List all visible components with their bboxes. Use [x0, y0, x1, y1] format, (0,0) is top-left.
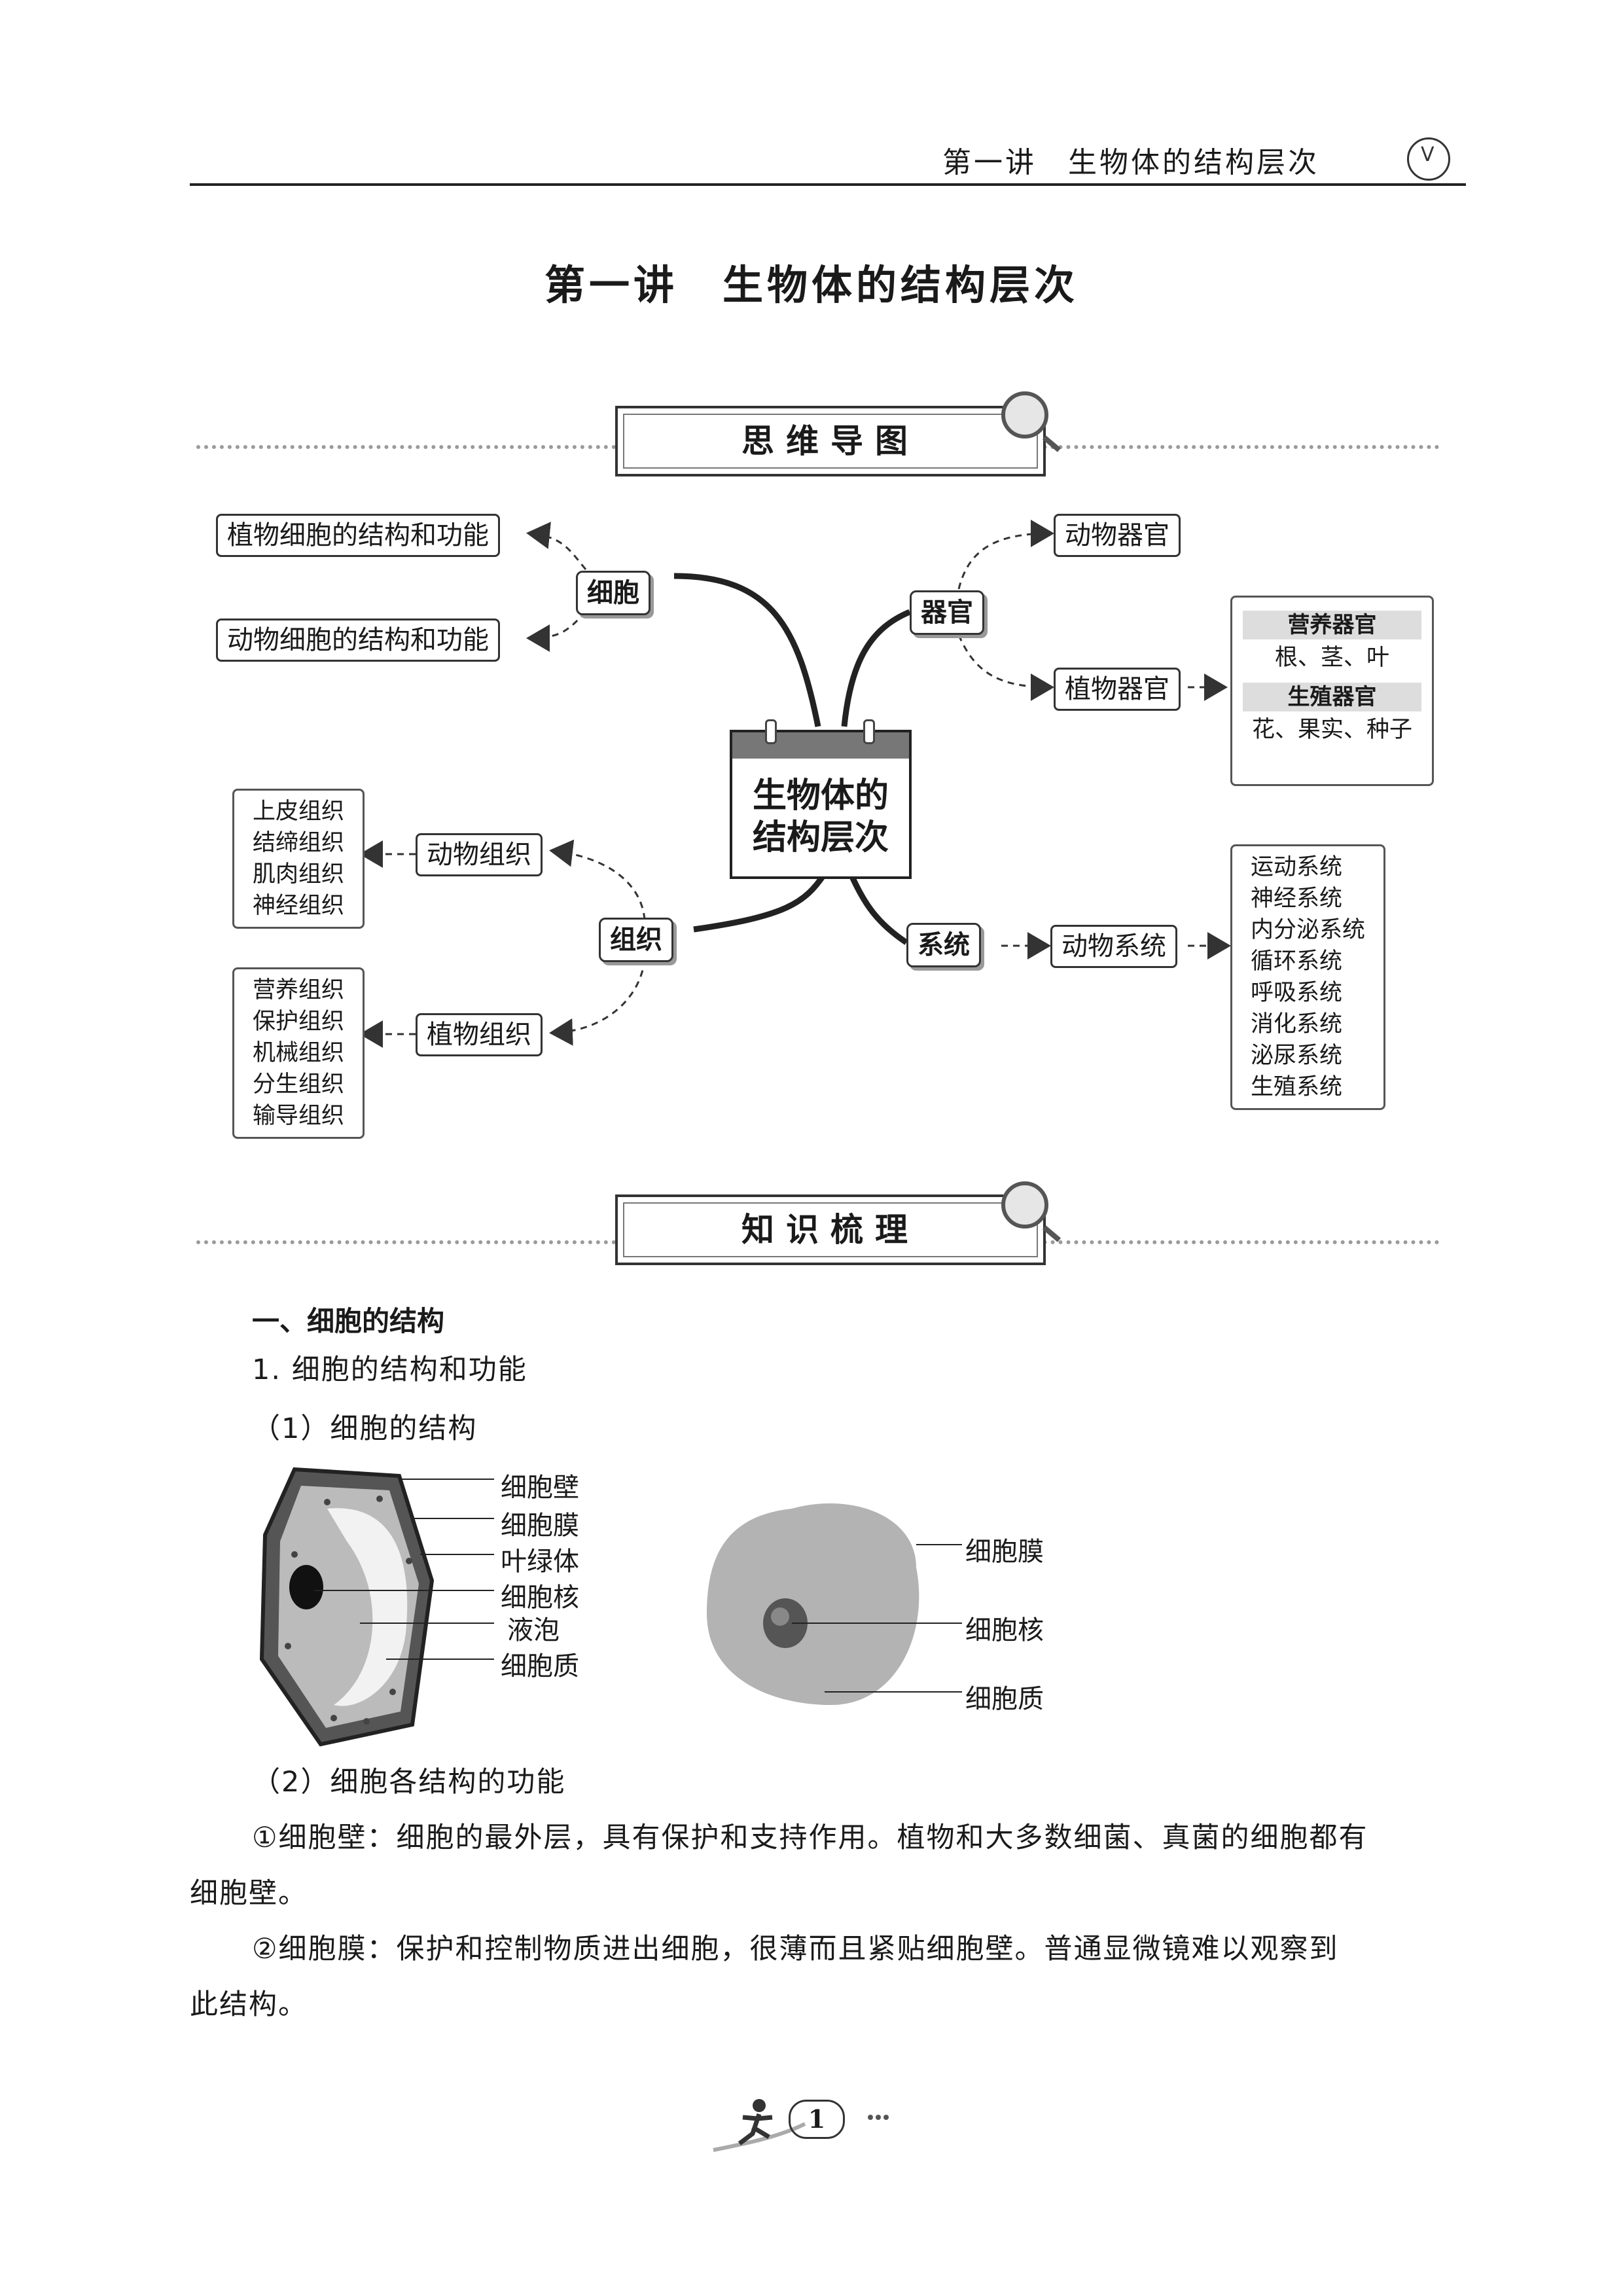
plant-organ-detail: 营养器官 根、茎、叶 生殖器官 花、果实、种子	[1230, 596, 1434, 786]
list-item: 消化系统	[1251, 1009, 1365, 1040]
list-item: 输导组织	[253, 1100, 344, 1132]
list-item: 机械组织	[253, 1037, 344, 1069]
mindmap-center-node: 生物体的结构层次	[730, 730, 912, 879]
list-item: 分生组织	[253, 1069, 344, 1100]
label-cell-membrane: 细胞膜	[501, 1504, 579, 1542]
list-item: 呼吸系统	[1251, 977, 1365, 1009]
label-chloroplast: 叶绿体	[501, 1540, 579, 1578]
knowledge-banner: 知识梳理	[615, 1194, 1046, 1265]
list-item: 上皮组织	[253, 796, 344, 827]
node-cell: 细胞	[576, 571, 651, 615]
paragraph-line: ①细胞壁：细胞的最外层，具有保护和支持作用。植物和大多数细菌、真菌的细胞都有	[252, 1810, 1368, 1866]
box-animal-tissue: 动物组织	[416, 833, 543, 876]
label-animal-nucleus: 细胞核	[965, 1609, 1044, 1647]
list-item: 神经组织	[253, 890, 344, 922]
list-item: 肌肉组织	[253, 859, 344, 890]
box-plant-organ: 植物器官	[1054, 668, 1181, 711]
animal-cell-illustration	[707, 1503, 919, 1705]
list-item: 营养组织	[253, 975, 344, 1006]
list-item: 运动系统	[1251, 852, 1365, 883]
rep-organ-items: 花、果实、种子	[1232, 711, 1432, 748]
list-item: 泌尿系统	[1251, 1040, 1365, 1071]
plant-cell-illustration	[262, 1469, 432, 1744]
box-plant-cell: 植物细胞的结构和功能	[216, 514, 500, 557]
subheading: 1. 细胞的结构和功能	[252, 1342, 527, 1398]
list-item: 结缔组织	[253, 827, 344, 859]
center-line-1: 生物体的	[732, 775, 909, 817]
subheading: （2）细胞各结构的功能	[252, 1754, 565, 1810]
subheading: （1）细胞的结构	[252, 1401, 477, 1457]
node-tissue: 组织	[599, 918, 673, 962]
ring-icon	[863, 719, 875, 744]
veg-organ-title: 营养器官	[1243, 611, 1421, 639]
box-animal-system: 动物系统	[1050, 925, 1177, 968]
label-animal-cytoplasm: 细胞质	[965, 1677, 1044, 1715]
plant-tissue-list: 营养组织 保护组织 机械组织 分生组织 输导组织	[232, 967, 365, 1139]
list-item: 神经系统	[1251, 883, 1365, 914]
magnifier-icon	[1001, 1181, 1048, 1229]
box-plant-tissue: 植物组织	[416, 1013, 543, 1056]
node-organ: 器官	[910, 590, 984, 635]
label-cell-wall: 细胞壁	[501, 1466, 579, 1504]
list-item: 内分泌系统	[1251, 914, 1365, 946]
center-line-2: 结构层次	[732, 817, 909, 859]
section-heading: 一、细胞的结构	[252, 1299, 444, 1339]
calendar-bar	[732, 732, 909, 759]
list-item: 保护组织	[253, 1006, 344, 1037]
page-number: 1	[789, 2100, 845, 2139]
label-vacuole: 液泡	[507, 1609, 560, 1647]
ring-icon	[765, 719, 777, 744]
paragraph-line: 此结构。	[190, 1977, 308, 2033]
veg-organ-items: 根、茎、叶	[1232, 639, 1432, 676]
box-animal-cell: 动物细胞的结构和功能	[216, 619, 500, 662]
list-item: 生殖系统	[1251, 1071, 1365, 1103]
animal-system-list: 运动系统 神经系统 内分泌系统 循环系统 呼吸系统 消化系统 泌尿系统 生殖系统	[1230, 844, 1385, 1110]
rep-organ-title: 生殖器官	[1243, 683, 1421, 711]
list-item: 循环系统	[1251, 946, 1365, 977]
box-animal-organ: 动物器官	[1054, 514, 1181, 557]
knowledge-banner-title: 知识梳理	[741, 1211, 919, 1249]
label-cytoplasm: 细胞质	[501, 1645, 579, 1683]
paragraph-line: ②细胞膜：保护和控制物质进出细胞，很薄而且紧贴细胞壁。普通显微镜难以观察到	[252, 1921, 1339, 1977]
node-system: 系统	[906, 923, 981, 967]
paragraph-line: 细胞壁。	[190, 1865, 308, 1922]
animal-tissue-list: 上皮组织 结缔组织 肌肉组织 神经组织	[232, 789, 365, 929]
label-animal-membrane: 细胞膜	[965, 1530, 1044, 1568]
